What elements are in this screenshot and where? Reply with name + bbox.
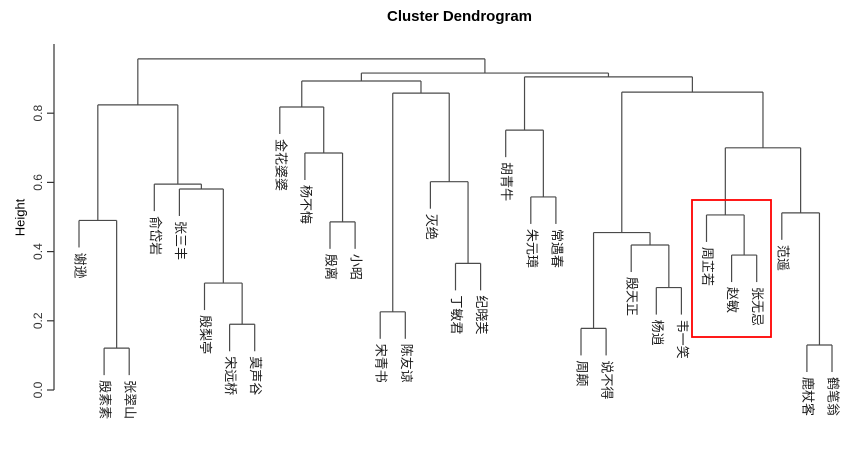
leaf-label: 常遇春 <box>549 229 564 268</box>
leaf-label: 谢逊 <box>73 252 88 278</box>
leaf-label: 俞岱岩 <box>148 216 163 255</box>
leaf-label: 灭绝 <box>424 214 439 240</box>
leaf-label: 宋远桥 <box>223 356 238 395</box>
leaf-label: 鹿杖客 <box>800 377 815 416</box>
leaf-label: 韦一笑 <box>675 320 690 359</box>
leaf-label: 胡青牛 <box>499 162 514 201</box>
leaf-label: 陈友谅 <box>399 344 414 383</box>
chart-title: Cluster Dendrogram <box>386 8 533 25</box>
leaf-label: 赵敏 <box>725 287 740 313</box>
highlight-rectangle <box>691 199 772 338</box>
leaf-label: 杨逍 <box>650 320 665 346</box>
leaf-label: 丁敏君 <box>449 295 464 334</box>
leaf-label: 张三丰 <box>173 221 188 260</box>
leaf-label: 朱元璋 <box>524 229 539 268</box>
y-axis-tick-label: 0.8 <box>31 105 45 122</box>
leaf-label: 杨不悔 <box>298 185 313 224</box>
y-axis-title: Height <box>12 198 28 237</box>
leaf-label: 金花婆婆 <box>273 139 288 191</box>
y-axis-tick-label: 0.6 <box>31 174 45 191</box>
y-axis-tick-label: 0.0 <box>31 381 45 398</box>
leaf-label: 张翠山 <box>123 380 138 419</box>
leaf-label: 宋青书 <box>374 344 389 383</box>
leaf-label: 殷素素 <box>98 380 113 419</box>
leaf-label: 纪晓芙 <box>474 295 489 334</box>
leaf-label: 周芷若 <box>700 247 715 286</box>
leaf-label: 殷梨亭 <box>198 315 213 354</box>
leaf-label: 周颠 <box>575 360 590 386</box>
leaf-label: 莫声谷 <box>248 356 263 395</box>
leaf-label: 说不得 <box>600 360 615 399</box>
leaf-label: 鹤笔翁 <box>826 377 841 416</box>
leaf-label: 小昭 <box>349 254 364 280</box>
leaf-label: 殷天正 <box>625 277 640 316</box>
leaf-label: 范遥 <box>775 245 790 271</box>
leaf-label: 张无忌 <box>750 287 765 326</box>
y-axis-tick-label: 0.2 <box>31 312 45 329</box>
y-axis-tick-label: 0.4 <box>31 243 45 260</box>
leaf-label: 殷离 <box>324 254 339 280</box>
